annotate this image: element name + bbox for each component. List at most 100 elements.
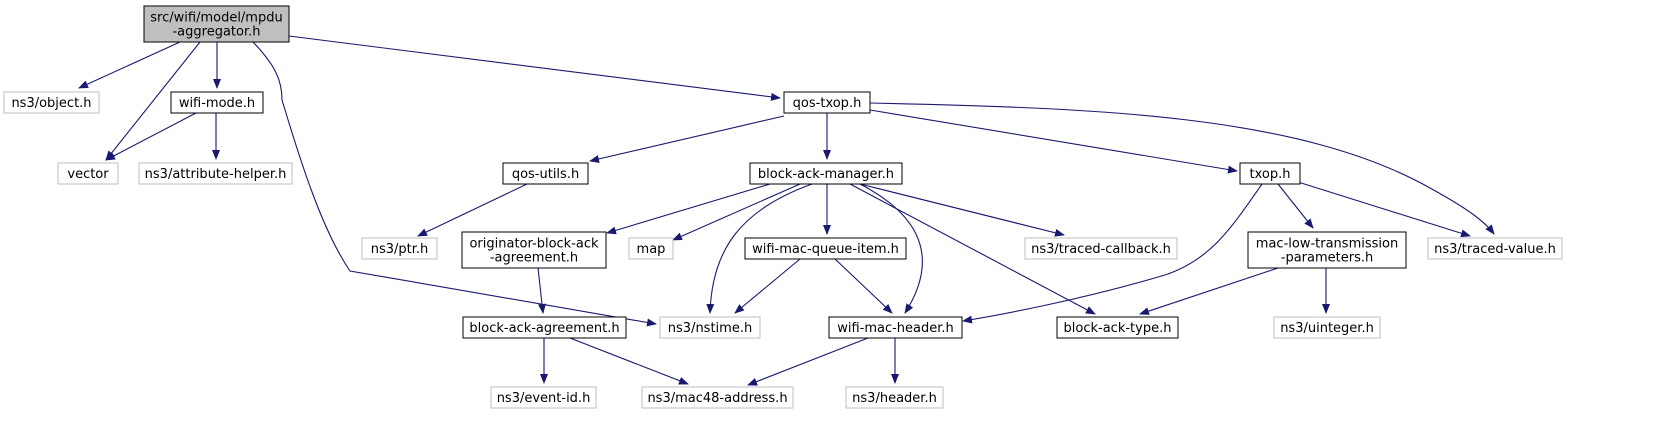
node-label: ns3/uinteger.h xyxy=(1280,321,1374,336)
edge-wifimode-to-vector xyxy=(105,112,197,161)
node-nstime: ns3/nstime.h xyxy=(659,316,761,339)
edge-bam-to-tracedcb xyxy=(859,183,1065,237)
node-label: qos-txop.h xyxy=(793,96,862,111)
node-object: ns3/object.h xyxy=(3,91,100,114)
edge-wmh-to-mac48 xyxy=(747,337,869,386)
node-box xyxy=(143,5,290,43)
node-vector: vector xyxy=(57,162,119,185)
node-label: src/wifi/model/mpdu xyxy=(150,11,282,26)
edge-wmqi-to-nstime xyxy=(734,258,801,314)
edge-root-to-vector xyxy=(105,41,201,161)
node-wmh[interactable]: wifi-mac-header.h xyxy=(828,316,963,339)
edge-root-to-nstime xyxy=(252,41,657,327)
node-box xyxy=(1427,237,1563,260)
edge-root-to-object xyxy=(78,41,181,89)
node-mac48: ns3/mac48-address.h xyxy=(641,386,794,409)
node-header: ns3/header.h xyxy=(845,386,944,409)
node-label: vector xyxy=(67,167,109,182)
node-label: block-ack-type.h xyxy=(1064,321,1172,336)
node-box xyxy=(138,162,293,185)
node-label: ns3/object.h xyxy=(11,96,91,111)
node-label: ns3/attribute-helper.h xyxy=(145,167,287,182)
node-oba[interactable]: originator-block-ack-agreement.h xyxy=(461,231,607,269)
node-label: -agreement.h xyxy=(490,251,578,266)
node-map: map xyxy=(628,237,674,260)
node-root[interactable]: src/wifi/model/mpdu-aggregator.h xyxy=(143,5,290,43)
edge-qostxop-to-tracedval xyxy=(869,102,1495,235)
edge-txop-to-wmh xyxy=(962,183,1263,324)
node-label: -parameters.h xyxy=(1281,251,1373,266)
node-box xyxy=(57,162,119,185)
node-mltp[interactable]: mac-low-transmission-parameters.h xyxy=(1247,231,1407,269)
node-box xyxy=(170,91,264,114)
edge-wmqi-to-wmh xyxy=(834,258,893,314)
node-qostxop[interactable]: qos-txop.h xyxy=(783,91,871,114)
node-box xyxy=(1247,231,1407,269)
node-box xyxy=(1273,316,1381,339)
node-label: wifi-mode.h xyxy=(179,96,255,111)
node-label: map xyxy=(637,242,666,257)
edge-root-to-qostxop xyxy=(288,35,781,101)
node-label: qos-utils.h xyxy=(512,167,579,182)
node-tracedcb: ns3/traced-callback.h xyxy=(1024,237,1178,260)
node-label: ns3/traced-callback.h xyxy=(1031,242,1171,257)
node-ptr: ns3/ptr.h xyxy=(361,237,438,260)
node-label: mac-low-transmission xyxy=(1256,237,1398,252)
node-box xyxy=(461,231,607,269)
node-bam[interactable]: block-ack-manager.h xyxy=(749,162,903,185)
edge-txop-to-tracedval xyxy=(1297,181,1471,238)
edge-bam-to-batype xyxy=(849,183,1096,315)
edge-bam-to-nstime xyxy=(706,183,813,314)
edge-mltp-to-batype xyxy=(1139,267,1279,315)
node-box xyxy=(828,316,963,339)
node-box xyxy=(1239,162,1301,185)
node-label: wifi-mac-queue-item.h xyxy=(752,242,899,257)
nodes-layer: src/wifi/model/mpdu-aggregator.h ns3/obje… xyxy=(3,5,1563,409)
node-tracedval: ns3/traced-value.h xyxy=(1427,237,1563,260)
node-label: ns3/traced-value.h xyxy=(1434,242,1556,257)
edges-layer xyxy=(78,35,1495,386)
node-box xyxy=(462,316,627,339)
node-box xyxy=(3,91,100,114)
node-box xyxy=(744,237,907,260)
node-eventid: ns3/event-id.h xyxy=(490,386,597,409)
node-box xyxy=(502,162,589,185)
node-box xyxy=(749,162,903,185)
node-box xyxy=(490,386,597,409)
node-box xyxy=(1056,316,1179,339)
node-uinteger: ns3/uinteger.h xyxy=(1273,316,1381,339)
node-box xyxy=(361,237,438,260)
node-label: ns3/header.h xyxy=(852,391,937,406)
node-txop[interactable]: txop.h xyxy=(1239,162,1301,185)
node-qosutils[interactable]: qos-utils.h xyxy=(502,162,589,185)
edge-qosutils-to-ptr xyxy=(417,183,528,237)
node-box xyxy=(659,316,761,339)
node-label: originator-block-ack xyxy=(469,237,599,252)
node-label: ns3/mac48-address.h xyxy=(647,391,787,406)
node-baa[interactable]: block-ack-agreement.h xyxy=(462,316,627,339)
edge-bam-to-map xyxy=(672,183,801,241)
node-label: wifi-mac-header.h xyxy=(837,321,954,336)
node-box xyxy=(641,386,794,409)
node-label: ns3/event-id.h xyxy=(497,391,591,406)
edge-bam-to-oba xyxy=(606,183,771,235)
node-wifimode[interactable]: wifi-mode.h xyxy=(170,91,264,114)
edge-bam-to-wmh xyxy=(859,183,923,314)
node-label: -aggregator.h xyxy=(172,25,260,40)
node-label: ns3/ptr.h xyxy=(371,242,429,257)
node-label: ns3/nstime.h xyxy=(668,321,752,336)
edge-qostxop-to-txop xyxy=(869,109,1238,174)
edge-txop-to-mltp xyxy=(1277,183,1314,229)
node-label: block-ack-manager.h xyxy=(758,167,894,182)
node-wmqi[interactable]: wifi-mac-queue-item.h xyxy=(744,237,907,260)
node-batype[interactable]: block-ack-type.h xyxy=(1056,316,1179,339)
edge-baa-to-mac48 xyxy=(569,337,689,385)
node-box xyxy=(845,386,944,409)
node-box xyxy=(1024,237,1178,260)
edge-qostxop-to-qosutils xyxy=(589,115,785,163)
node-box xyxy=(628,237,674,260)
node-label: txop.h xyxy=(1250,167,1291,182)
node-label: block-ack-agreement.h xyxy=(469,321,619,336)
node-box xyxy=(783,91,871,114)
